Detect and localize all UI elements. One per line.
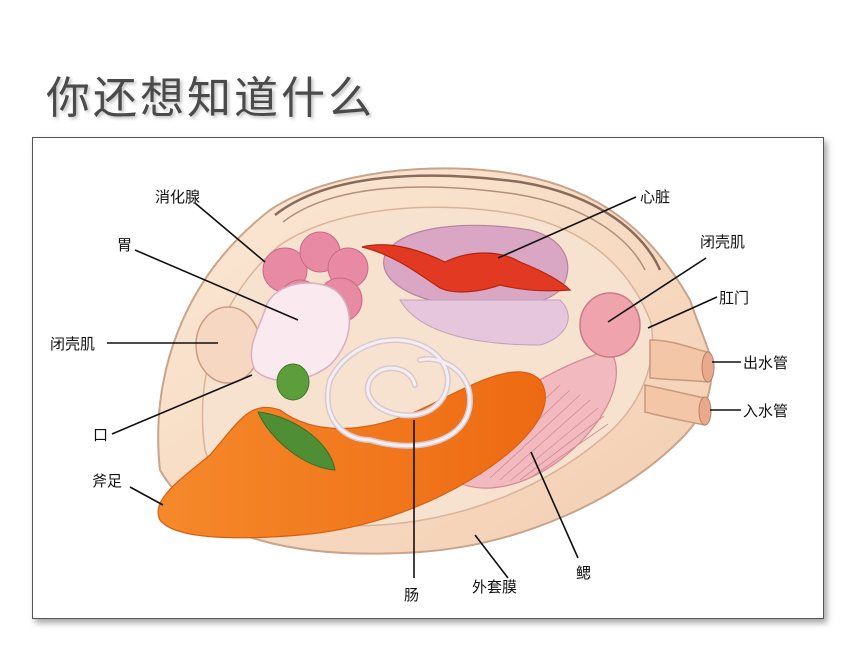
label-gill: 鳃: [576, 564, 591, 582]
label-digestive-gland: 消化腺: [155, 188, 200, 206]
leader-lines: [107, 196, 741, 579]
label-incurrent-siphon: 入水管: [743, 402, 788, 420]
label-adductor-muscle-right: 闭壳肌: [700, 233, 745, 251]
label-adductor-muscle-left: 闭壳肌: [50, 335, 95, 353]
adductor-muscle-left: [195, 306, 261, 384]
label-stomach: 胃: [117, 236, 132, 254]
heart: [361, 244, 572, 293]
label-mouth: 口: [93, 426, 108, 444]
label-excurrent-siphon: 出水管: [743, 354, 788, 372]
label-foot: 斧足: [92, 472, 122, 490]
adductor-muscle-right: [579, 292, 641, 358]
label-heart: 心脏: [640, 188, 670, 206]
shell-hinge: [274, 174, 662, 271]
label-intestine: 肠: [404, 586, 419, 604]
label-anus: 肛门: [719, 289, 749, 307]
slide-title: 你还想知道什么: [46, 73, 375, 124]
mouth-palp: [276, 363, 310, 401]
foot: [157, 371, 546, 539]
stomach: [250, 282, 351, 382]
label-mantle: 外套膜: [472, 578, 517, 596]
labial-palp: [257, 411, 336, 471]
